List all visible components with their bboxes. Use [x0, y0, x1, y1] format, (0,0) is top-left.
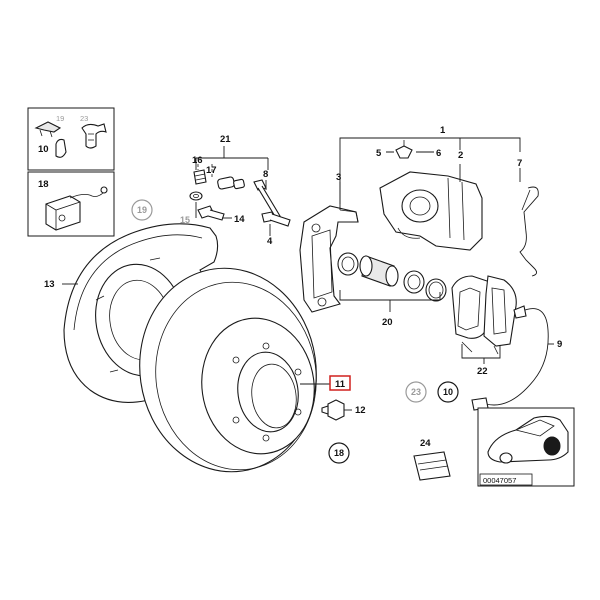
callout-8: 8: [263, 169, 268, 180]
callout-6: 6: [436, 148, 441, 159]
circle-ref-18: 18: [328, 442, 350, 464]
inset-label-10: 10: [38, 144, 49, 155]
inset-label-23: 23: [80, 114, 88, 123]
wheel-bolt: [321, 399, 345, 421]
svg-text:18: 18: [334, 448, 344, 458]
callout-labels: 1 2 3 4 5 6 7 8 9 18 12 13 14 15 16 17 2…: [44, 125, 562, 449]
caliper-carrier: [299, 205, 359, 313]
small-hardware: [189, 169, 291, 227]
brake-caliper: [379, 140, 483, 251]
callout-16-label: 16: [192, 155, 203, 166]
callout-3: 3: [336, 172, 341, 183]
callout-17: 17: [206, 165, 217, 176]
inset-box-small-parts: 19 23 10: [27, 107, 115, 171]
callout-22: 22: [477, 366, 488, 377]
inset-label-18: 18: [38, 179, 49, 190]
highlighted-callout-11: 11: [329, 375, 351, 391]
callout-4: 4: [267, 236, 273, 247]
brake-pads: [451, 275, 517, 355]
circle-ref-23: 23: [405, 381, 427, 403]
svg-text:19: 19: [137, 205, 147, 215]
svg-text:23: 23: [411, 387, 421, 397]
car-thumbnail: 00047057: [477, 407, 575, 487]
highlighted-callout-text: 11: [335, 379, 346, 390]
callout-9: 9: [557, 339, 562, 350]
callout-13: 13: [44, 279, 55, 290]
circle-ref-19: 19: [131, 199, 153, 221]
callout-5: 5: [376, 148, 382, 159]
inset-label-19: 19: [56, 114, 64, 123]
callout-7: 7: [517, 158, 522, 169]
callout-15-grey: 15: [180, 215, 190, 225]
svg-text:10: 10: [443, 387, 453, 397]
callout-2: 2: [458, 150, 463, 161]
brake-disc: [139, 267, 317, 473]
inset-box-wear-sensor: 18: [27, 171, 115, 237]
callout-21: 21: [220, 134, 231, 145]
diagram-number: 00047057: [483, 476, 516, 485]
circle-ref-10: 10: [437, 381, 459, 403]
anti-rattle-spring: [519, 186, 539, 277]
callout-20: 20: [382, 317, 393, 328]
grease-packet: [413, 451, 451, 481]
callout-14: 14: [234, 214, 245, 225]
callout-12: 12: [355, 405, 366, 416]
piston-kit: [337, 252, 447, 302]
leader-lines: [62, 137, 554, 411]
callout-24: 24: [420, 438, 431, 449]
callout-1: 1: [440, 125, 446, 136]
